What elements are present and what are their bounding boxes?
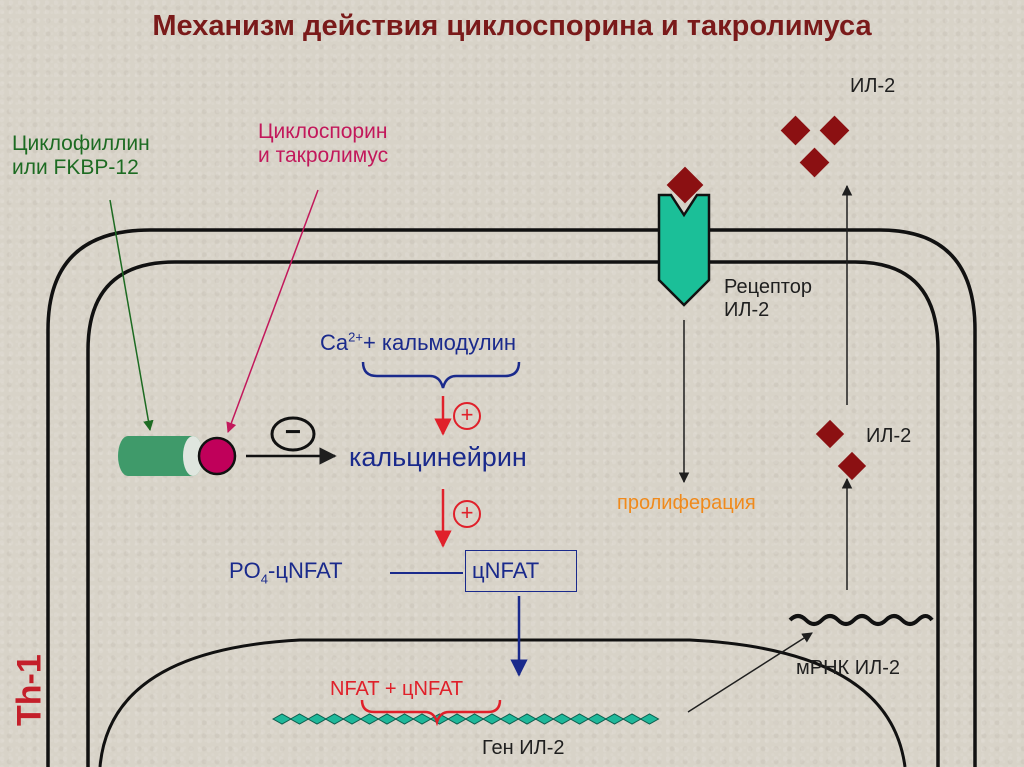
gene-segment (553, 714, 571, 724)
gene-segment (448, 714, 466, 724)
po4-subscript: 4 (261, 571, 268, 586)
gene-segment (518, 714, 536, 724)
receptor-label: Рецептор ИЛ-2 (724, 276, 812, 322)
gene-segment (291, 714, 309, 724)
cyclophilin-label-line-1: Циклофиллин (12, 132, 150, 156)
proliferation-label: пролиферация (617, 492, 756, 515)
activation-sign-1-glyph: + (456, 402, 478, 427)
il2-gene-strand (273, 714, 659, 724)
drug-pointer (228, 190, 318, 432)
mrna-label: мРНК ИЛ-2 (796, 657, 900, 680)
gene-segment (396, 714, 414, 724)
po4-rest: -цNFAT (268, 558, 343, 583)
gene-segment (536, 714, 554, 724)
il2-mid-label: ИЛ-2 (866, 425, 911, 448)
calcium-charge: 2+ (348, 330, 363, 345)
calmodulin-text: + кальмодулин (363, 330, 516, 355)
gene-segment (343, 714, 361, 724)
nfat-complex-label: NFAT + цNFAT (330, 678, 463, 701)
gene-segment (273, 714, 291, 724)
cell-type-label: Th-1 (10, 640, 50, 740)
il2-receptor (659, 167, 709, 305)
cyclophilin-label-line-2: или FKBP-12 (12, 156, 150, 180)
gene-segment (413, 714, 431, 724)
gene-segment (378, 714, 396, 724)
page-title: Механизм действия циклоспорина и такроли… (0, 10, 1024, 43)
cnfat-box: цNFAT (465, 550, 577, 592)
calcium-symbol: Ca (320, 330, 348, 355)
gene-segment (571, 714, 589, 724)
cnfat-label: цNFAT (472, 558, 539, 583)
gene-segment (361, 714, 379, 724)
il2-diamonds-mid (816, 420, 866, 480)
gene-segment (606, 714, 624, 724)
activation-sign-2-glyph: + (456, 500, 478, 525)
gene-segment (326, 714, 344, 724)
inhibition-sign-glyph: − (280, 416, 306, 448)
cyclophilin-complex (118, 436, 235, 476)
drug-label-line-1: Циклоспорин (258, 120, 388, 144)
gene-segment (641, 714, 659, 724)
cyclophilin-pointer (110, 200, 150, 430)
gene-segment (483, 714, 501, 724)
il2-top-label: ИЛ-2 (850, 75, 895, 98)
po4-prefix: PO (229, 558, 261, 583)
gene-segment (308, 714, 326, 724)
gene-segment (623, 714, 641, 724)
cyclophilin-label: Циклофиллин или FKBP-12 (12, 132, 150, 180)
gene-segment (588, 714, 606, 724)
cell-membrane-outer (48, 230, 975, 767)
gene-label: Ген ИЛ-2 (482, 737, 565, 760)
drug-label-line-2: и такролимус (258, 144, 388, 168)
calcineurin-label: кальцинейрин (349, 442, 527, 473)
calmodulin-brace (363, 362, 519, 388)
drug-molecule (199, 438, 235, 474)
mrna-strand (790, 616, 932, 624)
receptor-label-line-2: ИЛ-2 (724, 299, 812, 322)
receptor-label-line-1: Рецептор (724, 276, 812, 299)
gene-segment (466, 714, 484, 724)
po4-cnfat-label: PO4-цNFAT (229, 558, 343, 587)
il2-diamonds-top (781, 116, 850, 178)
drug-label: Циклоспорин и такролимус (258, 120, 388, 168)
calcium-calmodulin-label: Ca2++ кальмодулин (320, 330, 516, 355)
gene-segment (501, 714, 519, 724)
